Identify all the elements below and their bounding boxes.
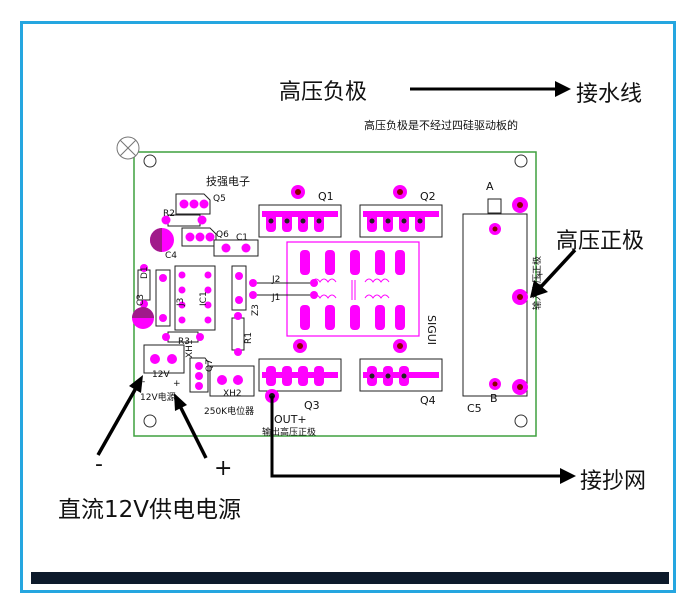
c5-capacitor — [462, 197, 528, 397]
pcb-label: XH2 — [223, 389, 242, 399]
pcb-label: C5 — [467, 402, 482, 415]
dc-supply-label: 直流12V供电电源 — [58, 497, 242, 523]
z3-zener — [231, 265, 247, 311]
d1-diode — [137, 264, 151, 308]
sigui-bridge — [286, 241, 420, 337]
pcb-label: XH1 — [185, 339, 195, 358]
pcb-label: Q2 — [420, 190, 436, 203]
q1-transistor — [258, 185, 342, 238]
pcb-label: + — [536, 270, 544, 280]
pcb-label: Q3 — [304, 399, 320, 412]
q4-transistor — [359, 339, 443, 392]
water-line-label: 接水线 — [576, 82, 643, 107]
pcb-label: 输出高压正极 — [262, 426, 316, 438]
arrow-to-water-line — [410, 81, 571, 97]
pcb-label: J3 — [176, 298, 186, 307]
c1-capacitor — [213, 239, 259, 257]
taskbar — [31, 572, 669, 584]
pcb-label: B — [490, 392, 498, 405]
c4-capacitor — [150, 228, 174, 252]
board-brand: 技强电子 — [206, 175, 250, 188]
pcb-label: R1 — [244, 332, 254, 344]
mount-hole — [143, 414, 157, 428]
pcb-label: C4 — [165, 251, 177, 261]
r1-resistor — [231, 312, 245, 356]
q5-transistor — [175, 193, 211, 215]
ic1-chip — [174, 265, 216, 331]
pcb-label: - — [142, 377, 145, 387]
pcb-label: A — [486, 180, 494, 193]
pcb-label: Q7 — [205, 359, 215, 372]
q7-transistor — [189, 357, 209, 393]
r3-resistor — [162, 331, 204, 343]
pcb-label: Q4 — [420, 394, 436, 407]
plus-label: + — [214, 456, 233, 481]
q2-transistor — [359, 185, 443, 238]
pcb-label: Q6 — [216, 230, 229, 240]
xh2-connector — [209, 365, 255, 397]
pcb-label: 12V — [152, 370, 170, 380]
mount-hole — [514, 414, 528, 428]
pcb-label: Q5 — [213, 194, 226, 204]
hv-negative-label: 高压负极 — [279, 80, 368, 105]
mount-hole — [143, 154, 157, 168]
pcb-label: C1 — [236, 233, 248, 243]
pcb-label: OUT+ — [274, 413, 307, 426]
q3-transistor — [258, 339, 342, 392]
arrow-to-mesh — [270, 396, 576, 484]
j1-j2-jumpers — [249, 279, 318, 299]
mesh-label: 接抄网 — [580, 469, 647, 494]
pcb-label: 250K电位器 — [204, 405, 254, 417]
crosshair-icon — [116, 136, 140, 160]
pcb-label: D1 — [140, 266, 150, 279]
pcb-label: Z3 — [251, 304, 261, 316]
mount-hole — [514, 154, 528, 168]
pcb-label: IC1 — [199, 291, 209, 306]
pcb-label: C3 — [136, 294, 146, 306]
pcb-label: 12V电源 — [140, 391, 176, 403]
arrow-plus — [174, 393, 208, 459]
pcb-label: + — [173, 379, 181, 389]
xh1-connector — [143, 344, 185, 374]
pcb-label: R2 — [163, 209, 175, 219]
pcb-label: SIGUI — [425, 315, 438, 345]
pcb-label: Q1 — [318, 190, 334, 203]
j3-jumper — [155, 269, 171, 327]
hv-note: 高压负极是不经过四硅驱动板的 — [364, 119, 518, 132]
q6-transistor — [181, 227, 217, 247]
pcb-label: J2 — [271, 275, 280, 285]
pcb-label: J1 — [271, 293, 280, 303]
c3-capacitor — [132, 307, 154, 329]
pcb-label: R3 — [178, 337, 190, 347]
r2-resistor — [161, 214, 207, 227]
arrow-hv-positive — [530, 248, 577, 298]
minus-label: - — [95, 452, 103, 477]
hv-positive-label: 高压正极 — [556, 229, 645, 254]
arrow-minus — [96, 375, 143, 456]
